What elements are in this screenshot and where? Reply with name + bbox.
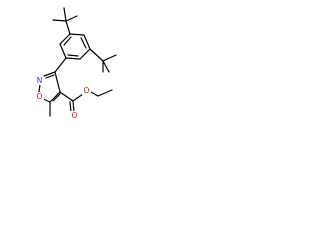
bond-carbonyl-ester-o: [72, 93, 84, 102]
bond-carbonyl-o-2: [69, 101, 72, 113]
bond-ch2-ch3: [97, 89, 113, 97]
bond-tbu2-link: [89, 48, 104, 62]
tert-butyl-top: [52, 7, 78, 35]
isoxazole-ring: [38, 71, 61, 103]
bond-tbu1-me1: [63, 7, 67, 22]
bond-ar-2: [59, 33, 71, 45]
benzene-ring: [54, 33, 91, 73]
bond-ar-1: [59, 43, 67, 59]
bond-tbu2-me1: [102, 54, 117, 62]
ester-oxygen-label: O: [84, 86, 90, 95]
bond-tbu1-me2: [52, 19, 67, 22]
bond-ar-inner-2: [80, 37, 87, 49]
bond-c4-c3: [54, 71, 61, 93]
bond-n-o: [38, 83, 41, 93]
nitrogen-atom-label: N: [37, 76, 43, 85]
bond-ar-6: [65, 57, 81, 60]
carbonyl-oxygen-label: O: [72, 111, 78, 120]
bond-tbu1-link: [65, 20, 71, 35]
bond-c5-c4: [49, 91, 61, 103]
bond-tbu2-me2: [102, 60, 110, 73]
bond-o-c5: [42, 98, 51, 103]
tert-butyl-right: [89, 48, 117, 73]
bond-ar-4: [83, 34, 91, 50]
bond-ar-5: [79, 48, 91, 60]
bond-c3-n: [43, 71, 56, 77]
isoxazole-oxygen-label: O: [37, 92, 43, 101]
chemical-structure: N O O O: [35, 7, 117, 120]
bond-c5-c4-double: [52, 93, 61, 102]
bond-isoxazole-benzene: [54, 57, 67, 73]
bond-c4-carbonyl: [59, 91, 74, 102]
bond-tbu1-me3: [65, 15, 78, 22]
bond-c3-n-double: [45, 74, 55, 79]
bond-ar-inner-3: [67, 54, 79, 57]
bond-ar-inner-1: [63, 36, 72, 46]
bond-carbonyl-o-1: [72, 100, 75, 113]
ester-group: [59, 89, 113, 113]
bond-ar-3: [69, 33, 85, 36]
